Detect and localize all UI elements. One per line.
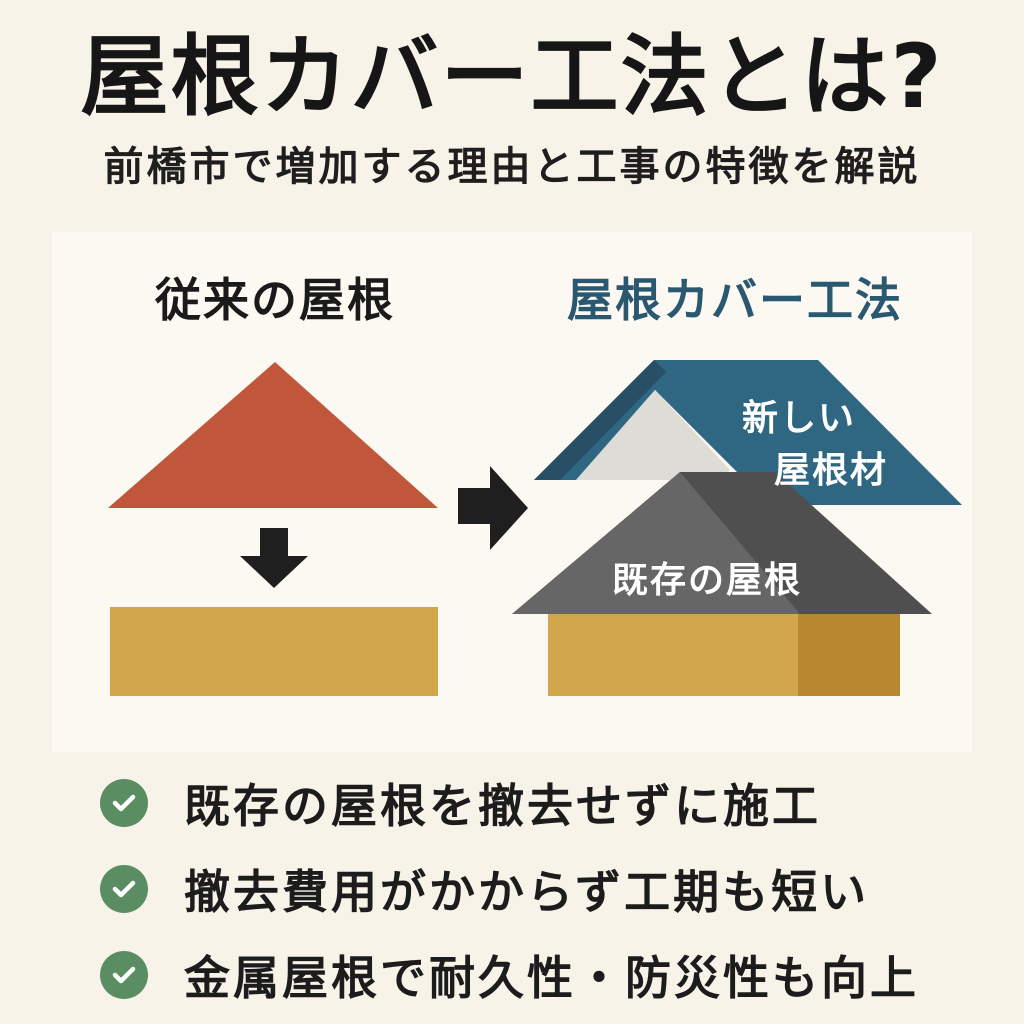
traditional-roof-label: 従来の屋根: [155, 273, 395, 327]
cover-base-side: [798, 614, 900, 696]
page-subtitle: 前橋市で増加する理由と工事の特徴を解説: [103, 144, 921, 190]
old-roof-shape: [108, 362, 438, 508]
old-base-block: [110, 607, 438, 696]
check-circle-icon: [100, 951, 148, 999]
feature-list: 既存の屋根を撤去せずに施工 撤去費用がかからず工期も短い 金属屋根で耐久性・防災…: [100, 760, 980, 1018]
new-roof-shape: [534, 360, 962, 505]
cover-method-label: 屋根カバー工法: [567, 273, 903, 327]
right-arrow-icon: [458, 466, 528, 550]
down-arrow-icon: [240, 528, 308, 588]
feature-text: 既存の屋根を撤去せずに施工: [184, 779, 821, 833]
check-circle-icon: [100, 779, 148, 827]
feature-item: 撤去費用がかからず工期も短い: [100, 846, 980, 932]
feature-item: 金属屋根で耐久性・防災性も向上: [100, 932, 980, 1018]
feature-item: 既存の屋根を撤去せずに施工: [100, 760, 980, 846]
existing-roof-label: 既存の屋根: [612, 560, 802, 601]
existing-roof-shape: [512, 472, 932, 614]
new-roof-label-line2: 屋根材: [774, 450, 888, 491]
page-title: 屋根カバー工法とは?: [80, 25, 944, 128]
cover-base-block: [548, 614, 798, 696]
check-circle-icon: [100, 865, 148, 913]
feature-text: 撤去費用がかからず工期も短い: [184, 865, 870, 919]
new-roof-label-line1: 新しい: [742, 398, 856, 439]
feature-text: 金属屋根で耐久性・防災性も向上: [184, 951, 919, 1005]
